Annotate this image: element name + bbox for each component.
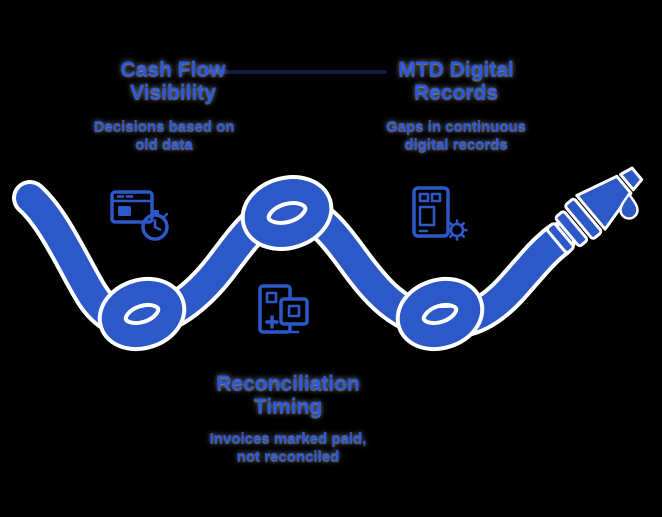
documents-reconcile-icon [258,284,309,334]
stage-reconciliation-title-block: Reconciliation Timing [188,372,388,418]
stage-mtd-title-block: MTD Digital Records [381,58,531,104]
knot-loop [244,179,330,247]
document-tab [430,192,442,203]
stage-reconciliation-subtitle-block: Invoices marked paid, not reconciled [201,430,376,465]
nozzle-ring-2 [554,210,589,248]
water-drop-icon [619,192,639,220]
stage-title: Cash Flow Visibility [120,58,226,105]
front-document [279,297,309,326]
stage-subtitle: Invoices marked paid, not reconciled [209,430,367,465]
heading-connector-line [204,70,387,74]
stage-cash-flow-subtitle-block: Decisions based on old data [84,118,244,153]
window-content-block [118,206,131,216]
timer-face [141,213,169,241]
gear-tooth [460,221,466,227]
document-frame [412,186,450,238]
window-timer-icon [110,190,169,241]
hose-knot-3 [395,276,485,352]
stage-subtitle: Decisions based on old data [93,118,235,153]
hose-knot-2 [240,175,334,251]
nozzle-tip [619,166,644,192]
hose-knot-1 [97,276,187,352]
document-gear-icon [412,186,468,241]
nozzle [545,166,644,254]
window-frame [110,190,154,224]
knot-loop [399,280,481,348]
stage-title: MTD Digital Records [398,58,514,105]
gear-tooth [448,221,454,227]
timer-button [162,212,169,219]
ledger-cell [265,291,278,304]
stage-cash-flow-title-block: Cash Flow Visibility [108,58,238,104]
stage-mtd-subtitle-block: Gaps in continuous digital records [371,118,541,153]
nozzle-barrel [575,174,633,231]
ledger-cell [287,304,301,318]
nozzle-ring-3 [564,197,603,240]
gear-tooth [460,233,466,239]
gear-icon [446,219,468,241]
stage-title: Reconciliation Timing [216,372,360,419]
stage-subtitle: Gaps in continuous digital records [385,118,526,153]
gear-tooth [448,233,454,239]
document-field [418,205,436,227]
knot-loop [101,280,183,348]
timer-hand-hour [153,225,162,231]
nozzle-ring-1 [545,222,575,254]
document-tab [418,192,430,203]
